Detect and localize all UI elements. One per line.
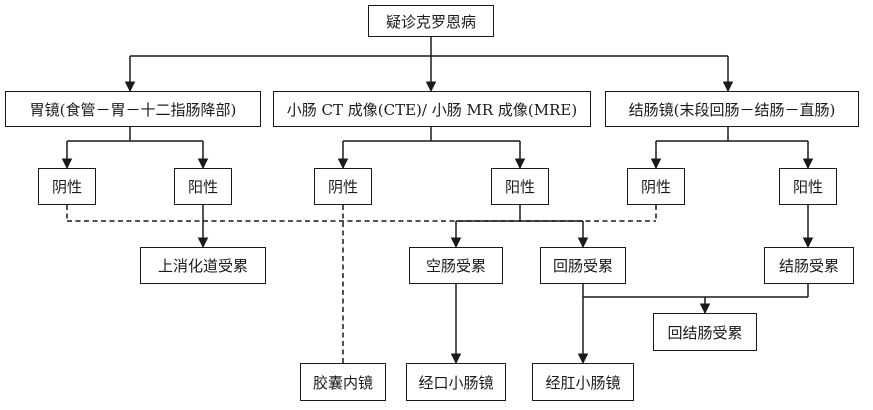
node-jejunum-involvement: 空肠受累 <box>409 247 503 284</box>
node-negative-2: 阴性 <box>314 168 372 205</box>
node-anal-enteroscopy: 经肛小肠镜 <box>532 363 634 401</box>
node-negative-1: 阴性 <box>38 168 96 205</box>
node-colonoscopy: 结肠镜(末段回肠－结肠－直肠) <box>605 91 859 127</box>
node-ileocolon-involvement: 回结肠受累 <box>653 313 757 351</box>
node-small-bowel-imaging: 小肠 CT 成像(CTE)/ 小肠 MR 成像(MRE) <box>273 91 591 127</box>
node-ileum-involvement: 回肠受累 <box>540 247 626 284</box>
node-suspect: 疑诊克罗恩病 <box>368 5 494 37</box>
node-capsule-endoscopy: 胶囊内镜 <box>300 363 386 401</box>
node-positive-3: 阳性 <box>779 168 837 205</box>
node-gastroscopy: 胃镜(食管－胃－十二指肠降部) <box>5 91 261 127</box>
node-positive-2: 阳性 <box>491 168 549 205</box>
node-oral-enteroscopy: 经口小肠镜 <box>406 363 506 401</box>
node-upper-gi-involvement: 上消化道受累 <box>140 247 266 284</box>
node-positive-1: 阳性 <box>174 168 232 205</box>
node-colon-involvement: 结肠受累 <box>764 247 854 284</box>
node-negative-3: 阴性 <box>627 168 685 205</box>
